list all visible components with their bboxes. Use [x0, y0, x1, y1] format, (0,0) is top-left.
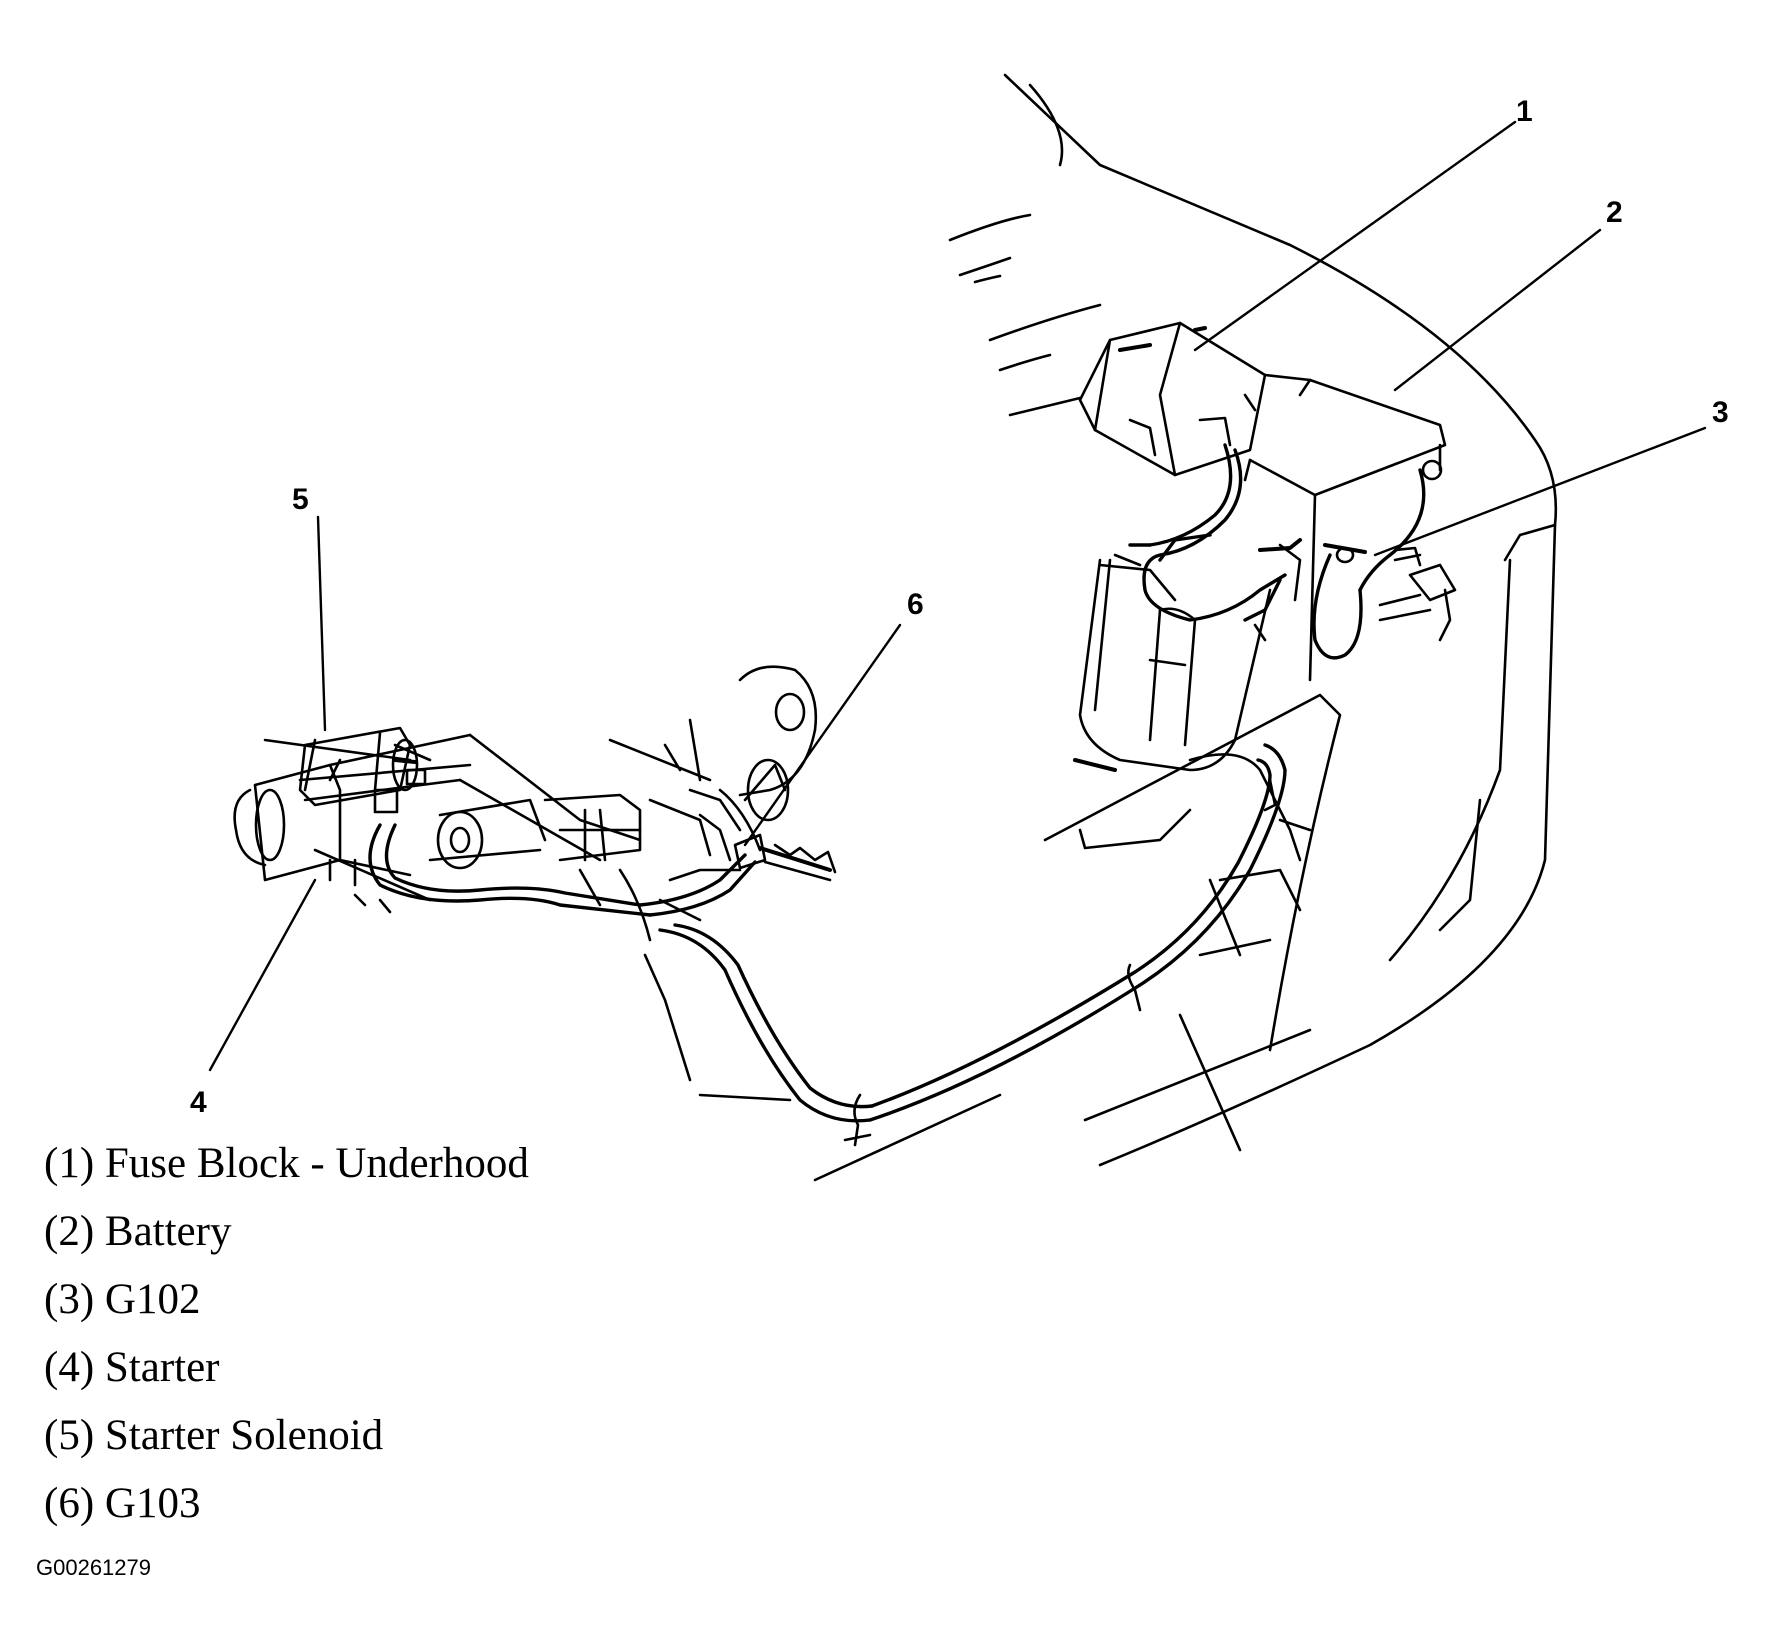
- leader-3: [1373, 426, 1707, 557]
- legend: (1) Fuse Block - Underhood (2) Battery (…: [44, 1130, 529, 1538]
- leader-6: [743, 623, 902, 847]
- battery: [1073, 373, 1447, 772]
- fuse-block-underhood: [1078, 321, 1267, 477]
- battery-cables: [1113, 443, 1302, 642]
- callout-5: 5: [292, 483, 309, 516]
- starter-motor: [233, 733, 472, 914]
- starter-solenoid: [263, 726, 432, 814]
- leader-1: [1193, 120, 1517, 352]
- callout-1: 1: [1516, 95, 1533, 128]
- leader-lines: [208, 120, 1707, 1072]
- engine-block: [428, 665, 818, 1082]
- legend-item-starter: (4) Starter: [44, 1344, 220, 1391]
- legend-item-battery: (2) Battery: [44, 1208, 232, 1255]
- leader-5: [316, 515, 327, 732]
- callout-2: 2: [1606, 196, 1623, 229]
- figure-id: G00261279: [36, 1555, 151, 1580]
- callout-4: 4: [190, 1086, 207, 1119]
- g102-ground: [1312, 459, 1457, 660]
- legend-item-g103: (6) G103: [44, 1480, 201, 1527]
- legend-item-starter-solenoid: (5) Starter Solenoid: [44, 1412, 384, 1459]
- ground-cable-run: [368, 743, 1287, 1182]
- leader-4: [208, 878, 317, 1072]
- fender-outline: [948, 73, 1558, 1167]
- leader-2: [1393, 228, 1602, 392]
- callout-6: 6: [907, 588, 924, 621]
- legend-item-fuse-block: (1) Fuse Block - Underhood: [44, 1140, 529, 1187]
- legend-item-g102: (3) G102: [44, 1276, 201, 1323]
- g103-ground: [733, 833, 837, 882]
- callout-3: 3: [1712, 396, 1729, 429]
- splash-shield: [1043, 693, 1342, 1052]
